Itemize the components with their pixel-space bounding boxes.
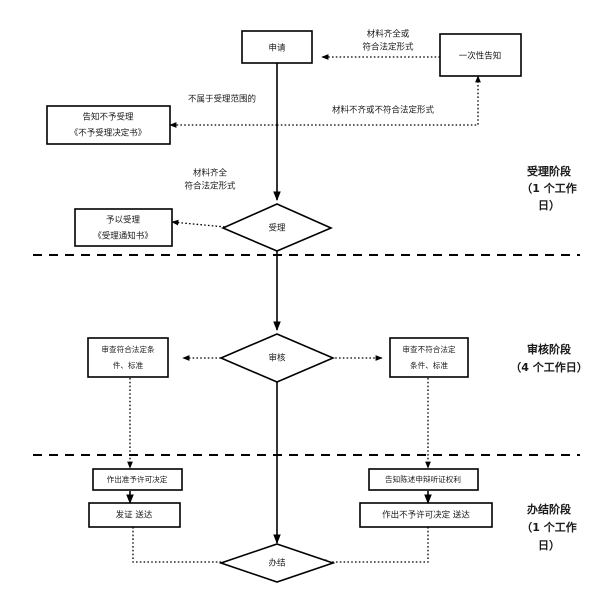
node-deny-decision-label: 作出不予许可决定 送达 (382, 510, 470, 521)
edge-label-materials-ok-line2: 符合法定形式 (362, 42, 414, 53)
phase-label-review: 审核阶段 （4 个工作日） (510, 342, 587, 374)
phase-accept-duration-line1: （1 个工作 (521, 181, 576, 195)
phase-complete-duration-line1: （1 个工作 (521, 520, 576, 534)
node-review[interactable]: 审核 (218, 333, 336, 383)
phase-complete-name: 办结阶段 (527, 502, 571, 516)
node-permit-decision[interactable]: 作出准予许可决定 (92, 468, 183, 491)
node-rights-notice-label: 告知陈述申辩听证权利 (385, 474, 461, 484)
node-not-accept[interactable]: 告知不予受理 《不予受理决定书》 (46, 105, 171, 145)
phase-label-complete: 办结阶段 （1 个工作 日） (521, 502, 576, 552)
node-review-pass-line1: 审查符合法定条 (101, 344, 155, 354)
node-review-fail[interactable]: 审查不符合法定 条件、标准 (389, 337, 469, 378)
node-issue-deliver-label: 发证 送达 (116, 510, 153, 521)
phase-review-duration: （4 个工作日） (510, 360, 587, 374)
edge-label-materials-complete-line2: 符合法定形式 (184, 181, 236, 192)
node-accept-notice-line1: 予以受理 (106, 215, 141, 226)
node-one-time-notice[interactable]: 一次性告知 (439, 33, 522, 77)
connector-deny-to-complete (319, 527, 429, 565)
node-complete-label: 办结 (268, 558, 285, 569)
node-accept-label: 受理 (268, 223, 286, 234)
node-review-label: 审核 (268, 353, 286, 364)
node-accept[interactable]: 受理 (220, 203, 334, 252)
connector-incomplete-to-notice (277, 75, 481, 126)
node-one-time-notice-label: 一次性告知 (459, 51, 502, 62)
edge-label-out-of-scope: 不属于受理范围的 (188, 94, 256, 105)
node-not-accept-line1: 告知不予受理 (82, 112, 134, 123)
node-review-fail-line2: 条件、标准 (410, 360, 448, 370)
node-review-fail-line1: 审查不符合法定 (402, 344, 456, 354)
node-apply[interactable]: 申请 (241, 30, 313, 64)
connector-accept-to-accept-notice (171, 219, 237, 229)
node-review-pass-line2: 件、标准 (113, 360, 144, 370)
node-permit-decision-label: 作出准予许可决定 (107, 474, 168, 484)
phase-review-name: 审核阶段 (527, 342, 571, 356)
edge-label-materials-ok-line1: 材料齐全或 (367, 29, 410, 40)
node-review-pass[interactable]: 审查符合法定条 件、标准 (87, 337, 169, 378)
phase-accept-duration-line2: 日） (538, 199, 560, 212)
node-accept-notice[interactable]: 予以受理 《受理通知书》 (74, 208, 173, 247)
phase-accept-name: 受理阶段 (527, 164, 571, 178)
phase-label-accept: 受理阶段 （1 个工作 日） (521, 164, 576, 212)
edge-label-materials-complete-line1: 材料齐全 (193, 168, 228, 179)
node-issue-deliver[interactable]: 发证 送达 (88, 502, 181, 528)
node-apply-label: 申请 (268, 43, 286, 54)
phase-complete-duration-line2: 日） (538, 539, 560, 552)
node-not-accept-line2: 《不予受理决定书》 (70, 128, 147, 139)
connector-issue-to-complete (132, 527, 238, 565)
edge-label-materials-incomplete: 材料不齐或不符合法定形式 (332, 105, 435, 116)
node-deny-decision[interactable]: 作出不予许可决定 送达 (359, 502, 493, 528)
node-complete[interactable]: 办结 (218, 543, 336, 583)
node-accept-notice-line2: 《受理通知书》 (93, 231, 153, 242)
node-rights-notice[interactable]: 告知陈述申辩听证权利 (368, 468, 479, 491)
